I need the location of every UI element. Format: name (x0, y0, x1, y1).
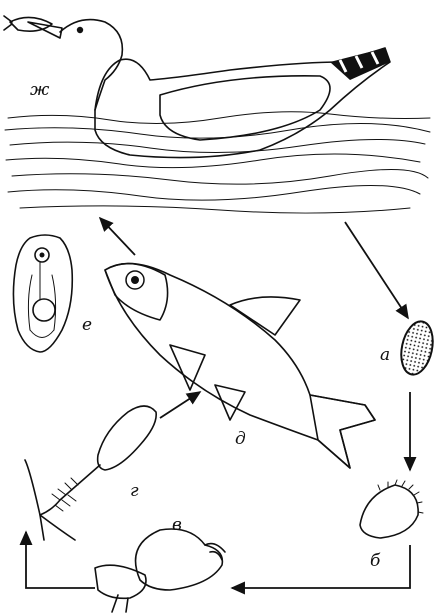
arrow-miracidium-to-snail (232, 545, 410, 588)
label-a: а (380, 345, 390, 365)
arrow-gull-to-egg (345, 222, 408, 318)
arrow-cercaria-to-fish (160, 392, 200, 418)
cercaria-illustration (25, 406, 156, 540)
egg-illustration (397, 318, 434, 377)
arrow-fish-to-gull (100, 218, 135, 255)
label-b: б (370, 551, 381, 571)
snail-illustration (95, 529, 225, 612)
label-e: е (82, 315, 92, 335)
miracidium-illustration (360, 480, 423, 538)
metacercaria-illustration (13, 235, 72, 352)
gull-illustration (4, 16, 390, 158)
label-d: д (235, 429, 246, 449)
arrow-snail-to-cercaria (26, 532, 95, 588)
label-g: г (130, 481, 139, 501)
label-v: в (172, 515, 182, 535)
label-zh: ж (30, 80, 50, 100)
water-surface (5, 112, 430, 213)
